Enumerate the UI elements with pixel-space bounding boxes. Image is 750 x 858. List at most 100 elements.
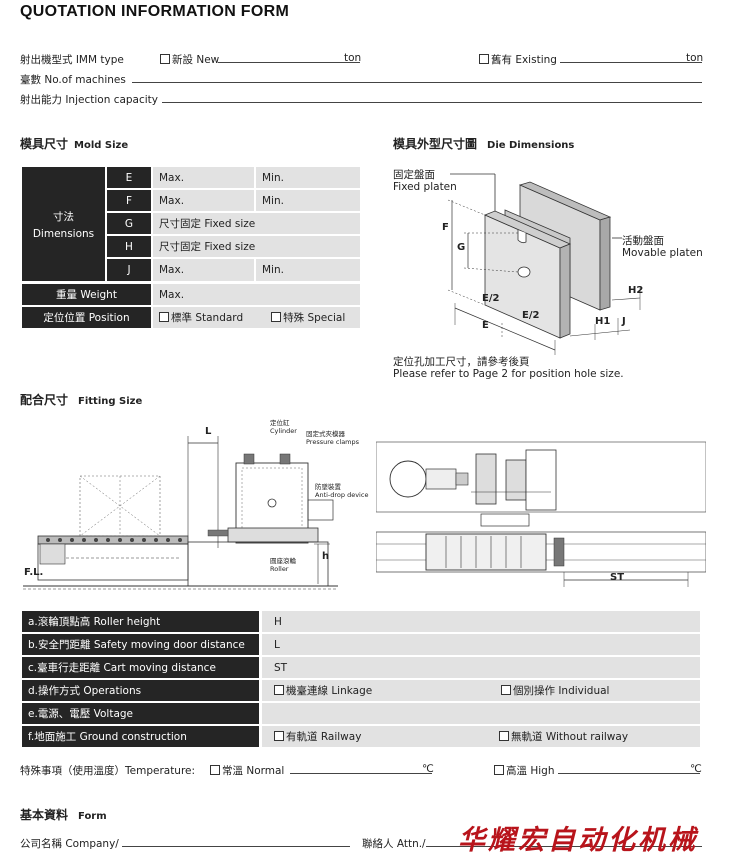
- ton-unit-2: ton: [686, 52, 704, 64]
- clamps-en: Pressure clamps: [306, 438, 360, 446]
- roller-height-value[interactable]: H: [262, 611, 700, 632]
- dimensions-cn: 寸法: [53, 210, 74, 223]
- ground-options: 有軌道 Railway 無軌道 Without railway: [262, 726, 700, 747]
- ton-unit-1: ton: [344, 52, 362, 64]
- dim-f-max[interactable]: Max.: [153, 190, 254, 211]
- high-temp-field[interactable]: [558, 762, 700, 774]
- fit-label-fl: F.L.: [24, 567, 44, 578]
- die-note-en: Please refer to Page 2 for position hole…: [393, 368, 624, 380]
- dim-e-min[interactable]: Min.: [256, 167, 360, 188]
- label-e2-b: E/2: [522, 310, 540, 321]
- cylinder-cn: 定位缸: [270, 419, 290, 427]
- capacity-label: 射出能力 Injection capacity: [20, 94, 159, 106]
- safety-door-value[interactable]: L: [262, 634, 700, 655]
- dimensions-header: 寸法 Dimensions: [22, 167, 105, 281]
- voltage-label: e.電源、電壓 Voltage: [22, 703, 259, 724]
- label-h2: H2: [628, 285, 644, 296]
- standard-checkbox[interactable]: 標準 Standard: [159, 310, 243, 325]
- high-checkbox[interactable]: 高溫 High: [494, 763, 554, 778]
- dim-h-fixed[interactable]: 尺寸固定 Fixed size: [153, 236, 360, 257]
- antidrop-en: Anti-drop device: [315, 491, 369, 499]
- fixed-platen-en: Fixed platen: [393, 181, 457, 193]
- mold-size-heading-cn: 模具尺寸: [20, 137, 69, 151]
- mold-size-heading-en: Mold Size: [74, 140, 129, 151]
- operations-options: 機臺連線 Linkage 個別操作 Individual: [262, 680, 700, 701]
- railway-checkbox[interactable]: 有軌道 Railway: [274, 729, 361, 744]
- clamps-label: 固定式夾模器 Pressure clamps: [306, 430, 359, 446]
- fixed-platen-cn: 固定盤面: [393, 169, 435, 181]
- fit-label-st: ST: [610, 572, 625, 583]
- imm-type-label: 射出機型式 IMM type: [20, 54, 124, 66]
- movable-platen-cn: 活動盤面: [622, 235, 664, 247]
- dim-key-f: F: [107, 190, 151, 211]
- dim-key-h: H: [107, 236, 151, 257]
- antidrop-cn: 防墜裝置: [315, 483, 341, 491]
- cylinder-en: Cylinder: [270, 427, 297, 435]
- antidrop-label: 防墜裝置 Anti-drop device: [315, 483, 368, 499]
- dim-key-j: J: [107, 259, 151, 281]
- company-label: 公司名稱 Company/: [20, 838, 119, 850]
- cart-distance-value[interactable]: ST: [262, 657, 700, 678]
- mold-size-heading: 模具尺寸 Mold Size: [20, 135, 128, 152]
- operations-label: d.操作方式 Operations: [22, 680, 259, 701]
- dim-key-g: G: [107, 213, 151, 234]
- capacity-field[interactable]: [162, 91, 702, 103]
- existing-checkbox[interactable]: 舊有 Existing: [479, 52, 557, 67]
- individual-checkbox[interactable]: 個別操作 Individual: [501, 683, 609, 698]
- cylinder-label: 定位缸 Cylinder: [270, 419, 297, 435]
- dim-e-max[interactable]: Max.: [153, 167, 254, 188]
- fitting-top-view-diagram: [376, 441, 706, 587]
- label-h1: H1: [595, 316, 611, 327]
- label-g: G: [457, 242, 466, 253]
- label-e: E: [482, 320, 489, 331]
- dim-g-fixed[interactable]: 尺寸固定 Fixed size: [153, 213, 360, 234]
- fitting-size-heading: 配合尺寸 Fitting Size: [20, 391, 142, 408]
- label-j: J: [622, 316, 626, 327]
- weight-label: 重量 Weight: [22, 284, 151, 305]
- cart-distance-label: c.臺車行走距離 Cart moving distance: [22, 657, 259, 678]
- dim-key-e: E: [107, 167, 151, 188]
- attn-field[interactable]: [426, 835, 702, 847]
- machines-field[interactable]: [132, 71, 702, 83]
- basic-info-heading: 基本資料 Form: [20, 806, 107, 823]
- machines-label: 臺數 No.of machines: [20, 74, 126, 86]
- position-label: 定位位置 Position: [22, 307, 151, 328]
- dim-j-max[interactable]: Max.: [153, 259, 254, 281]
- weight-max[interactable]: Max.: [153, 284, 360, 305]
- company-field[interactable]: [122, 835, 350, 847]
- label-f: F: [442, 222, 449, 233]
- dimensions-en: Dimensions: [32, 227, 95, 240]
- label-e2-a: E/2: [482, 293, 500, 304]
- fitting-side-view-diagram: [23, 436, 338, 590]
- voltage-value[interactable]: [262, 703, 700, 724]
- die-heading-en: Die Dimensions: [487, 140, 575, 151]
- basic-info-heading-cn: 基本資料: [20, 808, 69, 822]
- fit-label-h: h: [322, 551, 330, 562]
- roller-cn: 圓座滾輪: [270, 557, 296, 565]
- movable-platen-en: Movable platen: [622, 247, 703, 259]
- ground-label: f.地面施工 Ground construction: [22, 726, 259, 747]
- safety-door-label: b.安全門距離 Safety moving door distance: [22, 634, 259, 655]
- special-checkbox[interactable]: 特殊 Special: [271, 310, 345, 325]
- dim-j-min[interactable]: Min.: [256, 259, 360, 281]
- attn-label: 聯絡人 Attn./: [362, 838, 426, 850]
- celsius-unit-2: ℃: [690, 763, 702, 775]
- clamps-cn: 固定式夾模器: [306, 430, 345, 438]
- basic-info-heading-en: Form: [78, 811, 107, 822]
- roller-en: Roller: [270, 565, 289, 573]
- die-heading-cn: 模具外型尺寸圖: [393, 137, 478, 151]
- form-title: QUOTATION INFORMATION FORM: [20, 3, 290, 20]
- linkage-checkbox[interactable]: 機臺連線 Linkage: [274, 683, 372, 698]
- existing-ton-field[interactable]: [560, 51, 702, 63]
- without-railway-checkbox[interactable]: 無軌道 Without railway: [499, 729, 628, 744]
- position-options: 標準 Standard 特殊 Special: [153, 307, 360, 328]
- die-note-cn: 定位孔加工尺寸，請參考後頁: [393, 356, 530, 368]
- normal-temp-field[interactable]: [290, 762, 432, 774]
- new-ton-field[interactable]: [218, 51, 360, 63]
- normal-checkbox[interactable]: 常溫 Normal: [210, 763, 284, 778]
- new-checkbox[interactable]: 新設 New: [160, 52, 219, 67]
- fitting-heading-en: Fitting Size: [78, 396, 143, 407]
- fitting-heading-cn: 配合尺寸: [20, 393, 69, 407]
- die-dimensions-heading: 模具外型尺寸圖 Die Dimensions: [393, 135, 574, 152]
- dim-f-min[interactable]: Min.: [256, 190, 360, 211]
